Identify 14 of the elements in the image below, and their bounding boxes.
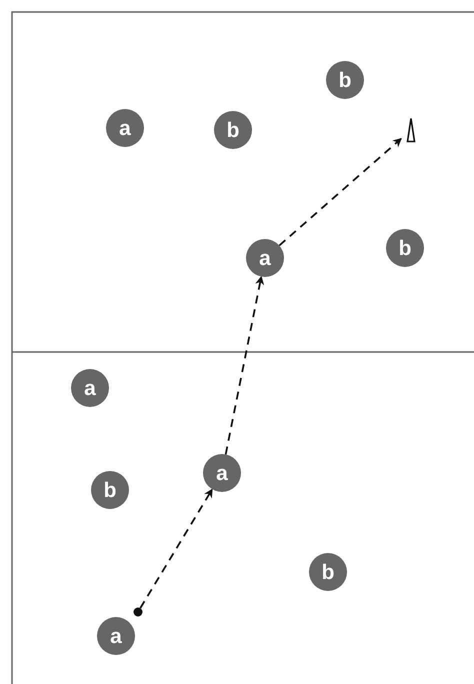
lettered-circle: b bbox=[91, 471, 129, 509]
lettered-circle: b bbox=[309, 553, 347, 591]
lettered-circle: a bbox=[106, 109, 144, 147]
lettered-circle: a bbox=[71, 369, 109, 407]
lettered-circle: b bbox=[386, 229, 424, 267]
lettered-circle: b bbox=[326, 61, 364, 99]
triangle-icon bbox=[406, 117, 416, 143]
dashed-arrow bbox=[224, 276, 264, 455]
dashed-arrow bbox=[140, 488, 213, 609]
start-dot bbox=[133, 607, 143, 617]
lettered-circle: a bbox=[97, 617, 135, 655]
lettered-circle: a bbox=[246, 239, 284, 277]
lettered-circle: a bbox=[203, 454, 241, 492]
lettered-circle: b bbox=[214, 111, 252, 149]
